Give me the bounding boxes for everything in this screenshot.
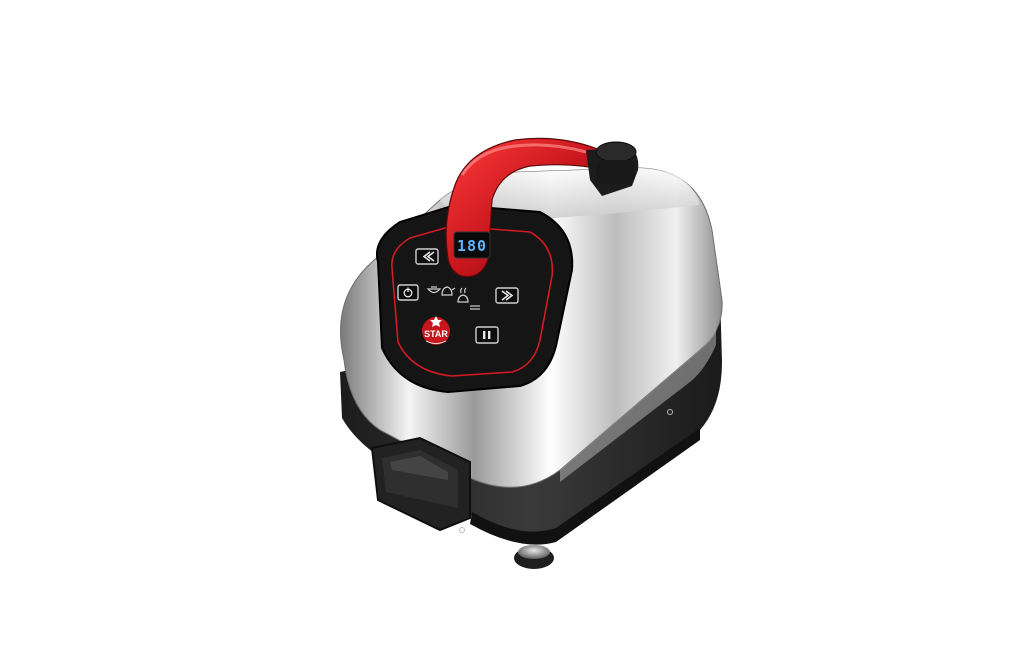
lcd-display: 180 <box>453 231 491 259</box>
double-chevron-right-icon <box>501 290 514 301</box>
floor-mark <box>459 527 465 533</box>
decrease-button[interactable] <box>415 248 439 265</box>
double-chevron-left-icon <box>422 251 435 262</box>
pause-button[interactable] <box>475 326 499 344</box>
control-panel: STAR <box>376 203 574 394</box>
increase-button[interactable] <box>495 287 519 304</box>
power-icon <box>403 287 413 298</box>
pause-icon <box>483 331 491 339</box>
front-tank-door[interactable] <box>370 436 471 532</box>
kettle-icon <box>441 286 456 296</box>
lcd-reading: 180 <box>457 237 487 255</box>
level-icon <box>470 305 480 310</box>
indicator-row <box>426 286 480 310</box>
brand-logo-text: STAR <box>424 329 448 339</box>
floor-mark <box>667 409 673 415</box>
brand-logo: STAR <box>422 316 450 345</box>
pot-icon <box>426 286 442 294</box>
power-button[interactable] <box>397 284 419 301</box>
steam-icon <box>457 287 469 303</box>
